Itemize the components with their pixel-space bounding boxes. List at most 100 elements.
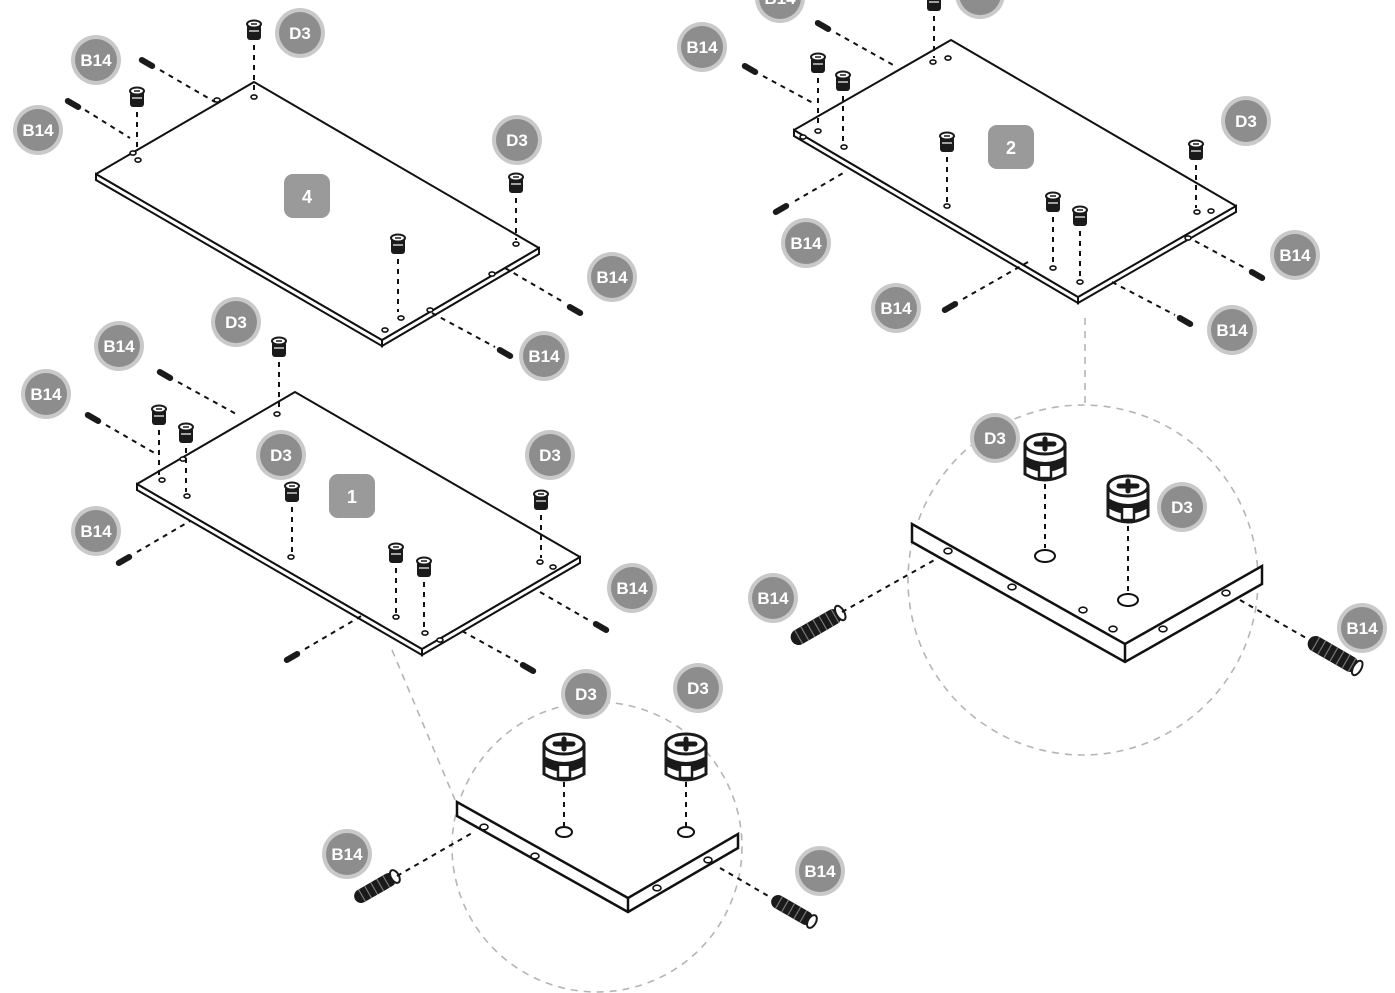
badge-disc: [75, 510, 117, 552]
hole: [1007, 583, 1017, 591]
panel-2: [793, 39, 1237, 305]
dowel-body: [283, 651, 301, 663]
hole: [183, 493, 191, 499]
cam-lock: [939, 131, 955, 152]
badge-disc: [875, 287, 917, 329]
dashed-guide-line: [84, 109, 131, 139]
badge-disc: [799, 850, 841, 892]
badge-b14: B14: [21, 369, 71, 419]
detail-hole: [1117, 593, 1139, 607]
badge-label: B14: [1346, 619, 1378, 638]
hole: [530, 852, 540, 860]
badge-b14: B14: [748, 573, 798, 623]
dashed-guide-line: [304, 614, 364, 650]
dowel-pin: [84, 412, 102, 424]
badge-label: D3: [539, 446, 561, 465]
badge-b14: B14: [71, 35, 121, 85]
dowel-body: [115, 554, 133, 566]
cam-lock-detail: [542, 732, 586, 782]
badge-label: B14: [103, 337, 135, 356]
panel-number: 1: [329, 474, 375, 518]
dowel-groove: [364, 885, 373, 899]
badge-disc: [611, 567, 653, 609]
dowel-groove: [781, 899, 790, 913]
hole: [436, 637, 444, 643]
panel-number-text: 4: [302, 187, 312, 207]
badge-b14: B14: [71, 506, 121, 556]
cam-lock: [927, 0, 941, 11]
badge-disc: [98, 325, 140, 367]
badge-disc: [565, 673, 607, 715]
hole: [944, 55, 952, 61]
badge-disc: [759, 0, 801, 19]
dowel-groove: [370, 882, 379, 895]
dowel-groove: [830, 608, 840, 624]
cam-lock-detail: [1023, 432, 1067, 482]
cam-lock-detail: [1106, 474, 1150, 524]
hole: [1207, 208, 1215, 214]
badge-disc: [496, 119, 538, 161]
dowel-groove: [1311, 636, 1321, 652]
badge-b14: B14: [13, 105, 63, 155]
cam-lock-cross: [674, 736, 698, 752]
cam-lock: [810, 52, 826, 73]
badge-disc: [785, 222, 827, 264]
hole: [1108, 625, 1118, 633]
dowel-body: [496, 347, 514, 359]
badge-disc: [75, 39, 117, 81]
hole: [814, 128, 822, 134]
dowel-body: [1248, 269, 1266, 281]
badge-b14: B14: [322, 829, 372, 879]
dowel-body: [741, 63, 759, 75]
cam-lock-notch: [1120, 508, 1136, 522]
badge-d3: D3: [1221, 96, 1271, 146]
dowel-groove: [1317, 640, 1327, 655]
dashed-guide-line: [461, 630, 519, 663]
cam-lock: [178, 422, 194, 443]
dowel-pin: [519, 662, 537, 674]
badge-disc: [591, 256, 633, 298]
dowel-groove: [818, 615, 828, 631]
cam-lock-notch: [556, 766, 572, 780]
leader-line: [391, 649, 456, 801]
dowel-groove: [794, 629, 804, 645]
hole: [840, 144, 848, 150]
badge-label: B14: [30, 385, 62, 404]
dowel-pin: [592, 621, 610, 633]
cam-lock: [416, 556, 432, 577]
badge-d3: D3: [211, 297, 261, 347]
badge-label: B14: [80, 51, 112, 70]
badge-disc: [681, 26, 723, 68]
badge-label: B14: [790, 234, 822, 253]
hole: [250, 94, 258, 100]
dowel-groove: [1341, 654, 1351, 669]
badge-disc: [1274, 234, 1316, 276]
dowel-groove: [812, 619, 822, 634]
cam-lock: [129, 86, 145, 107]
cam-lock: [1188, 139, 1204, 160]
hole: [1049, 265, 1057, 271]
badge-label: B14: [331, 845, 363, 864]
badge-label: B14: [22, 121, 54, 140]
badge-label: B14: [616, 579, 648, 598]
cam-lock-body: [927, 0, 941, 11]
detail-board-left: [455, 799, 740, 914]
panel-number-text: 1: [347, 487, 357, 507]
cam-lock: [390, 233, 406, 254]
dowel-groove: [774, 896, 784, 909]
dowel-end: [805, 914, 818, 929]
dowel-pin: [566, 304, 584, 316]
dowel-groove: [1347, 657, 1357, 673]
hole: [134, 157, 142, 163]
dashed-guide-line: [105, 424, 159, 456]
dowel-pin: [283, 651, 301, 663]
badge-disc: [677, 667, 719, 709]
badge-b14: B14: [795, 846, 845, 896]
hole: [929, 59, 937, 65]
detail-circle-right: [907, 404, 1259, 756]
dashed-guide-line: [504, 267, 566, 304]
dashed-guide-line: [431, 312, 496, 348]
detail-circle-left: [451, 701, 743, 993]
dowel-pin: [1248, 269, 1266, 281]
hole: [799, 134, 807, 140]
